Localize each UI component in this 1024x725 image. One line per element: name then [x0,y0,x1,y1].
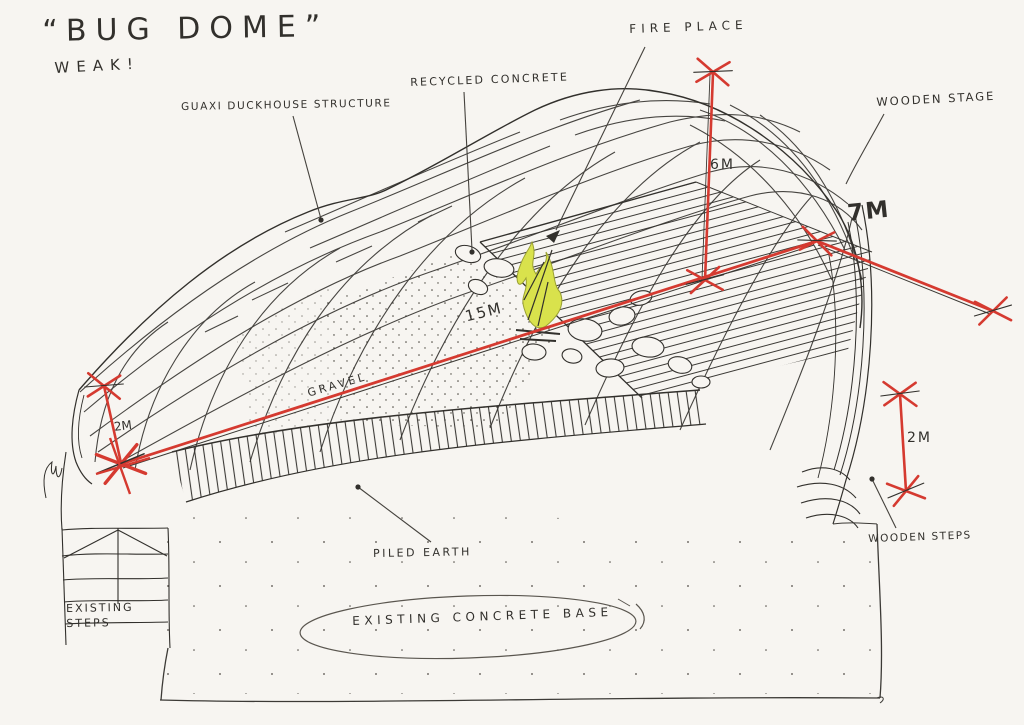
ground-outline [159,522,884,704]
wooden-steps-drawing [796,467,861,529]
fire-flame [515,230,563,342]
existing-steps-label: EXISTING STEPS [66,601,134,632]
dim-6m-label: 6M [710,157,735,173]
dim-2m-right-label: 2M [907,430,932,446]
existing-steps-line2: STEPS [66,616,111,630]
concrete-base-stipple-area [166,508,876,694]
piled-earth-wall [171,389,707,503]
existing-steps-line1: EXISTING [66,600,134,615]
dim-7m-label: 7M [846,196,892,227]
page-title: “BUG DOME” [42,8,330,49]
leader-lines [292,46,897,543]
existing-steps-drawing [43,451,171,649]
dimension-cross-marks [82,56,1015,508]
piled-earth-label: PILED EARTH [373,545,472,560]
dim-2m-left-label: 2M [113,417,133,434]
concrete-base-ellipse [299,594,645,660]
